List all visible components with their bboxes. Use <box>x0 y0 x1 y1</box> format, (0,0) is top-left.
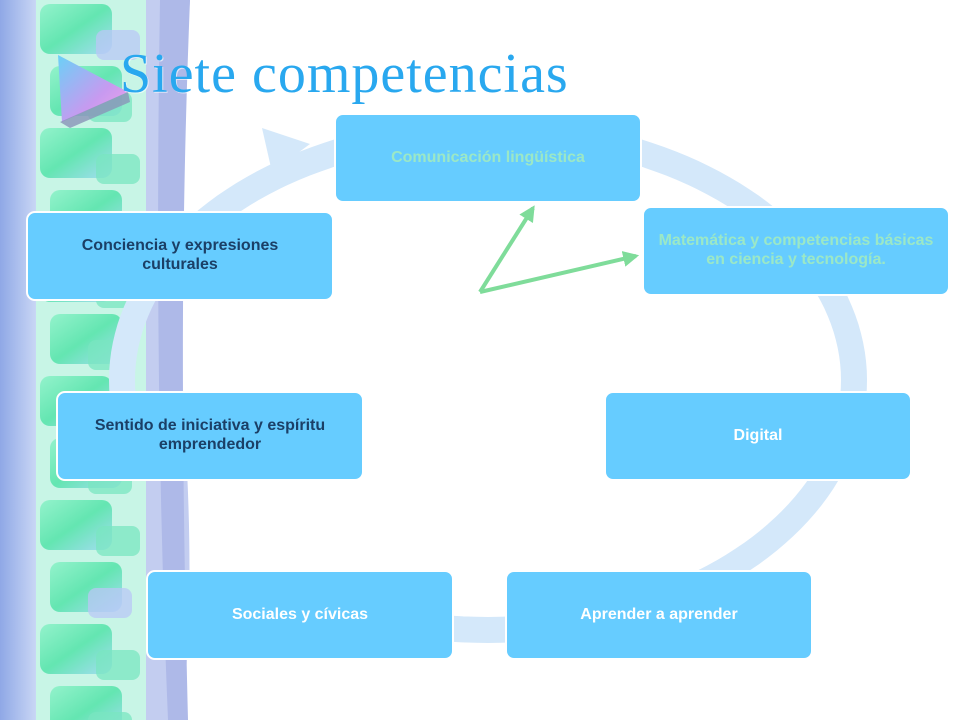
node-label: Aprender a aprender <box>580 605 738 623</box>
node-iniciativa-emprendedor: Sentido de iniciativa y espíritu emprend… <box>56 391 364 481</box>
ring-arrowhead <box>262 128 310 172</box>
node-conciencia-expresiones-culturales: Conciencia y expresiones culturales <box>26 211 334 301</box>
node-digital: Digital <box>604 391 912 481</box>
node-aprender-a-aprender: Aprender a aprender <box>505 570 813 660</box>
slide-title: Siete competencias <box>120 43 569 105</box>
node-comunicacion-linguistica: Comunicación lingüística <box>334 113 642 203</box>
node-sociales-civicas: Sociales y cívicas <box>146 570 454 660</box>
node-label: Sociales y cívicas <box>231 605 369 623</box>
node-label: Conciencia y expresiones culturales <box>81 237 279 273</box>
node-label: Digital <box>733 426 783 444</box>
decorative-triangle <box>58 55 128 122</box>
node-label: Matemática y competencias básicas en cie… <box>658 232 934 268</box>
node-label: Comunicación lingüística <box>391 148 585 166</box>
node-matematica-ciencia-tecnologia: Matemática y competencias básicas en cie… <box>642 206 950 296</box>
node-label: Sentido de iniciativa y espíritu emprend… <box>94 417 326 453</box>
